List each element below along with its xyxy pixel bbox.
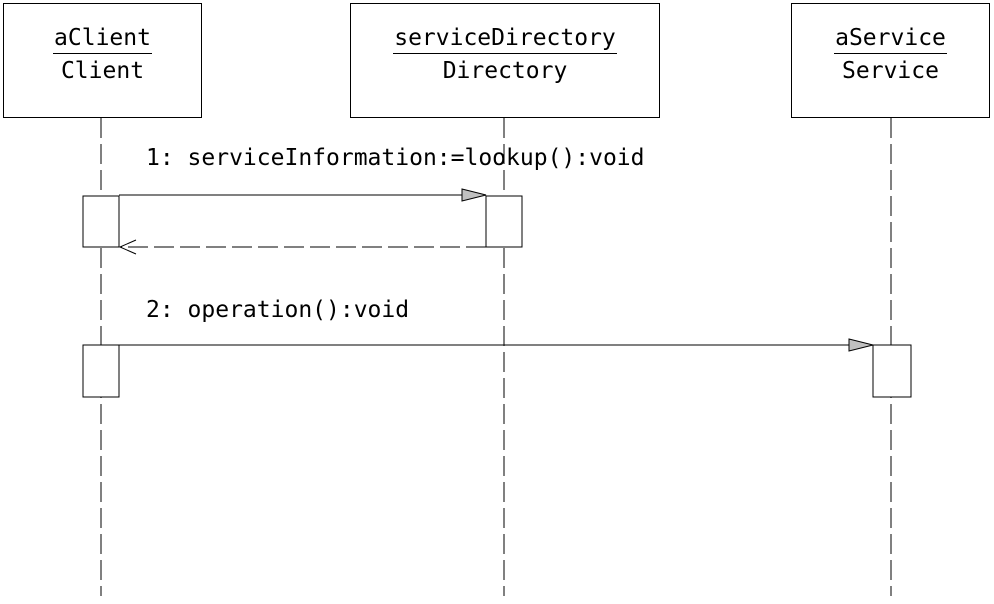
lifeline-type-name: Client [60, 58, 145, 84]
lifeline-head-servicedirectory: serviceDirectory Directory [350, 3, 660, 118]
return-1-arrowhead [118, 239, 137, 255]
lifeline-head-aclient: aClient Client [3, 3, 202, 118]
activation-aservice-1 [872, 344, 912, 398]
message-1-arrowhead [461, 188, 487, 202]
lifeline-head-aservice: aService Service [791, 3, 990, 118]
activation-aclient-2 [82, 344, 120, 398]
message-2-label: 2: operation():void [146, 297, 410, 323]
lifeline-type-name: Directory [442, 58, 568, 84]
lifeline-instance-name: serviceDirectory [393, 24, 617, 54]
message-1-label: 1: serviceInformation:=lookup():void [146, 145, 645, 171]
message-2-arrowhead [848, 338, 874, 352]
activation-servicedirectory-1 [485, 195, 523, 248]
lifeline-instance-name: aClient [53, 24, 152, 54]
activation-aclient-1 [82, 195, 120, 248]
lifeline-type-name: Service [842, 58, 939, 84]
lifeline-instance-name: aService [834, 24, 947, 54]
